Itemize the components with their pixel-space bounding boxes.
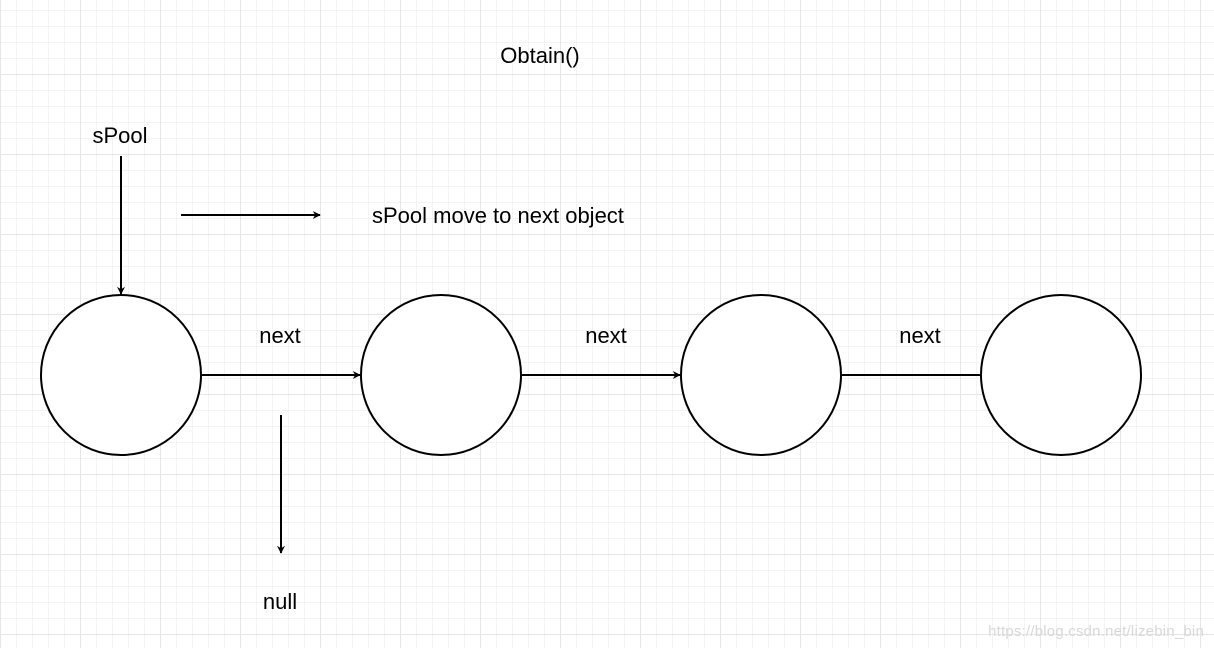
null-label: null xyxy=(263,589,297,614)
spool-label: sPool xyxy=(92,123,147,148)
list-node-4 xyxy=(980,294,1142,456)
watermark-url: https://blog.csdn.net/lizebin_bin xyxy=(988,623,1204,640)
list-node-3 xyxy=(680,294,842,456)
list-node-1 xyxy=(40,294,202,456)
next-label-2: next xyxy=(585,323,627,348)
next-label-1: next xyxy=(259,323,301,348)
next-label-3: next xyxy=(899,323,941,348)
move-note-label: sPool move to next object xyxy=(372,203,624,228)
diagram-title: Obtain() xyxy=(500,43,579,68)
list-node-2 xyxy=(360,294,522,456)
